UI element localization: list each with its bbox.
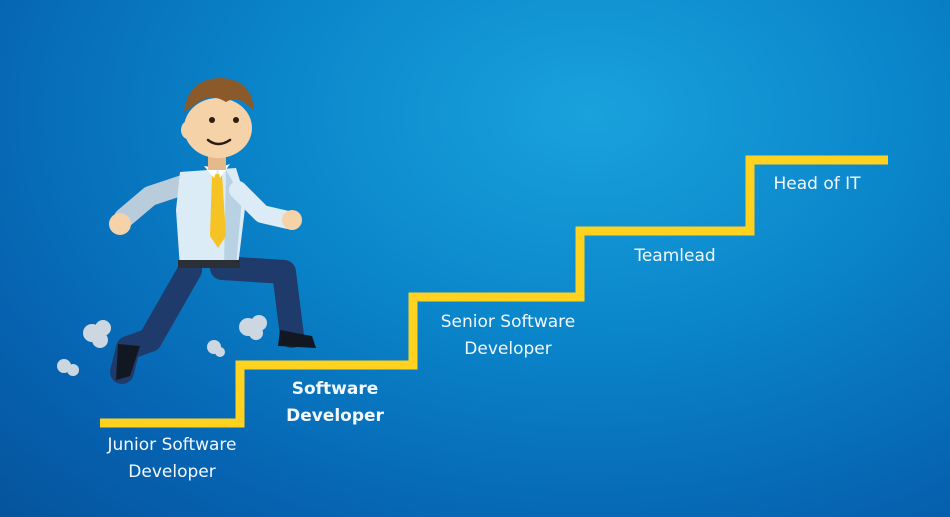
step-label-junior-software-developer: Junior Software Developer (92, 432, 252, 486)
dust-cloud-icon (57, 315, 267, 376)
step-label-software-developer: Software Developer (262, 376, 408, 430)
step-label-line: Head of IT (773, 174, 861, 194)
step-label-senior-software-developer: Senior Software Developer (420, 309, 596, 363)
step-label-line: Developer (286, 406, 384, 426)
career-staircase-line (100, 155, 888, 428)
step-label-line: Teamlead (634, 246, 716, 266)
step-label-line: Developer (464, 339, 552, 359)
step-label-head-of-it: Head of IT (762, 171, 872, 198)
running-businessman-illustration (109, 78, 316, 384)
step-label-line: Developer (128, 462, 216, 482)
step-label-teamlead: Teamlead (612, 243, 738, 270)
step-label-line: Junior Software (107, 435, 237, 455)
step-label-line: Software (291, 379, 379, 399)
step-label-line: Senior Software (440, 312, 576, 332)
